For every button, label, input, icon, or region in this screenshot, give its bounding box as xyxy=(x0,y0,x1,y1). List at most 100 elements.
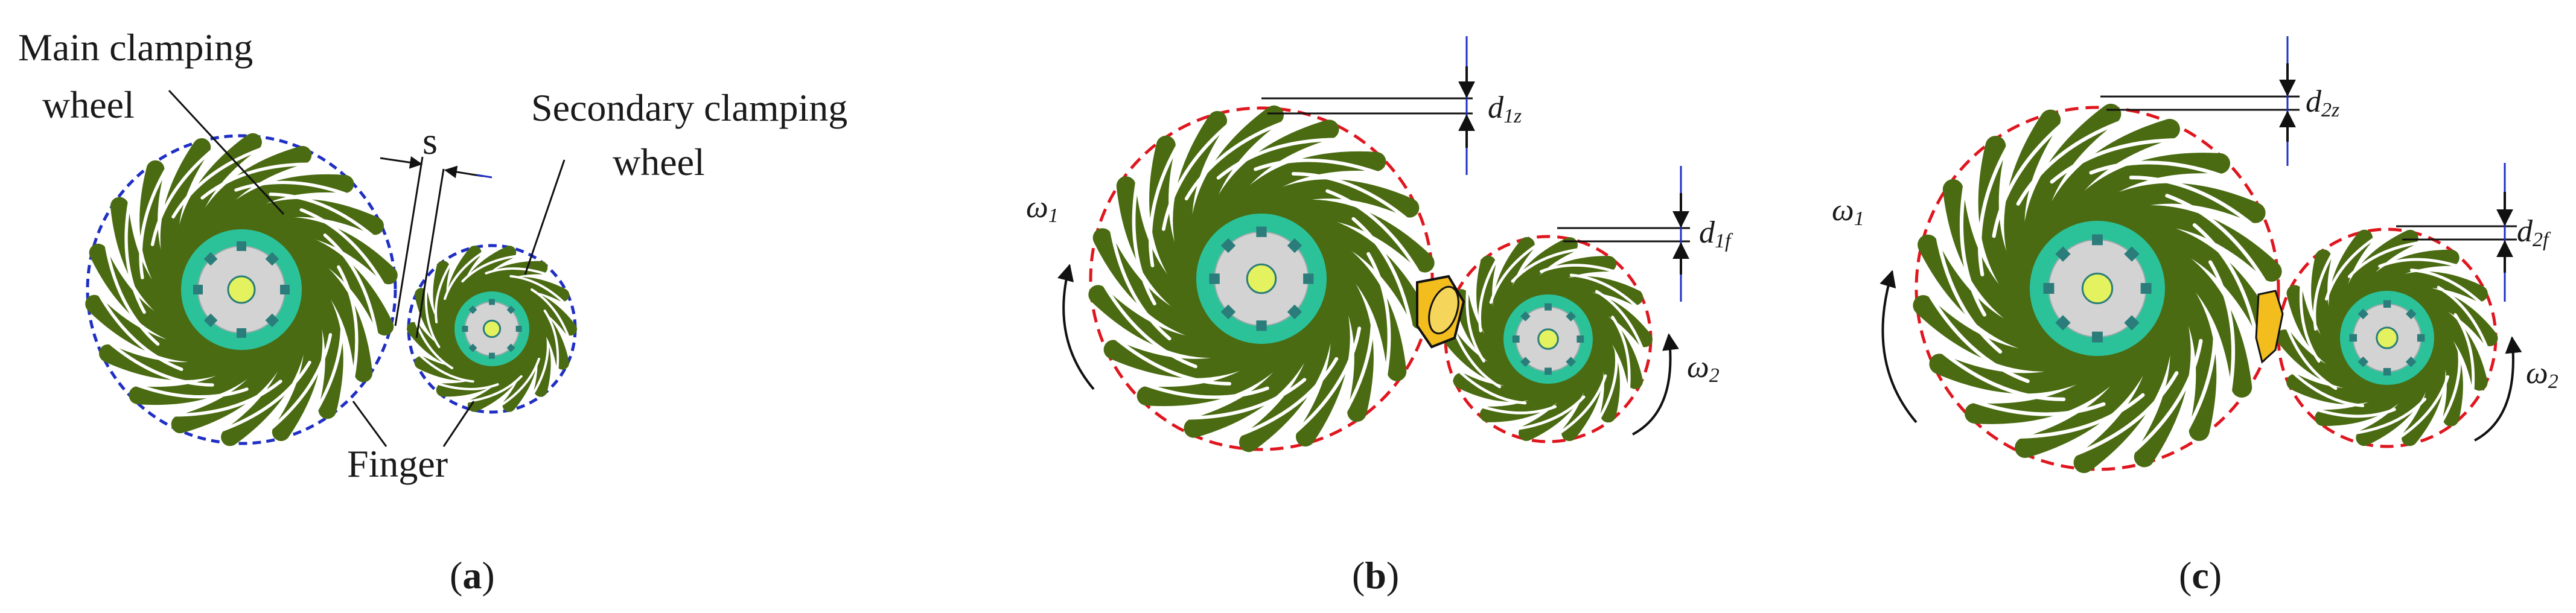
secondary-wheel-label-line2: wheel xyxy=(613,141,705,183)
finger-slot xyxy=(1109,225,1172,341)
finger-slot xyxy=(1453,329,1502,389)
main-clamping-wheel xyxy=(85,133,398,446)
hub-tooth xyxy=(1220,238,1236,253)
finger xyxy=(1116,176,1196,316)
finger-slot xyxy=(2453,313,2475,390)
finger-slot xyxy=(217,360,311,433)
finger xyxy=(85,294,214,363)
finger xyxy=(2315,384,2408,427)
omega2-label-b: ω2 xyxy=(1687,350,1720,387)
hub-tooth xyxy=(1220,304,1236,320)
finger xyxy=(245,199,384,235)
finger-slot xyxy=(1290,326,1362,437)
finger-slot xyxy=(96,290,183,371)
finger xyxy=(2344,229,2418,303)
finger-slot xyxy=(2437,285,2488,348)
finger xyxy=(2170,278,2217,441)
finger xyxy=(2329,229,2373,322)
finger xyxy=(1592,331,1620,423)
hub-tooth xyxy=(462,326,468,332)
finger xyxy=(1528,256,1617,296)
finger xyxy=(407,322,471,370)
finger-slot xyxy=(106,339,214,387)
finger-slot xyxy=(299,208,387,289)
finger-slot xyxy=(1560,374,1607,433)
finger-slot xyxy=(533,334,549,393)
hub-tooth xyxy=(193,285,203,294)
finger xyxy=(1965,360,2123,424)
omega1-arrow-c xyxy=(1879,270,1918,424)
finger-slot xyxy=(2355,398,2427,434)
finger-slot xyxy=(1595,290,1643,349)
caption-c: (c) xyxy=(2179,554,2222,597)
finger-slot xyxy=(2324,238,2375,301)
finger-slot xyxy=(1478,259,1497,332)
finger xyxy=(2072,153,2230,217)
finger xyxy=(2166,249,2252,398)
finger-slot xyxy=(1937,347,2066,401)
finger xyxy=(1327,241,1407,381)
main-clamping-wheel-c xyxy=(1913,103,2282,474)
finger xyxy=(2391,272,2488,302)
finger xyxy=(1918,234,2044,353)
finger-slot xyxy=(1100,279,1197,369)
finger xyxy=(2134,306,2191,468)
hub-tooth xyxy=(2417,334,2425,342)
finger xyxy=(2356,373,2430,446)
finger xyxy=(2401,354,2446,446)
finger-slot xyxy=(1291,172,1412,224)
panel-a: Main clamping wheel Secondary clamping w… xyxy=(18,26,847,597)
hub-tooth xyxy=(1545,303,1552,311)
finger-slot xyxy=(2292,372,2365,407)
finger-slot xyxy=(124,197,146,314)
finger-slot xyxy=(2016,119,2126,206)
finger-slot xyxy=(2409,268,2482,304)
hub-tooth xyxy=(2091,331,2103,343)
finger-slot xyxy=(2286,328,2338,390)
finger-slot xyxy=(1518,395,1586,430)
finger xyxy=(458,246,517,302)
hub-tooth xyxy=(1577,335,1584,343)
hub-tooth xyxy=(2383,367,2391,376)
finger xyxy=(436,364,509,397)
finger xyxy=(305,281,343,419)
omega2-arrow-b xyxy=(1632,333,1679,436)
finger xyxy=(1211,119,1339,220)
finger-slot xyxy=(501,357,540,405)
gap-dim-tail xyxy=(476,174,493,179)
finger-slot xyxy=(1482,405,1557,414)
finger-slot xyxy=(1216,138,1341,180)
finger xyxy=(176,133,262,252)
finger xyxy=(414,356,489,381)
hub-tooth xyxy=(2092,234,2103,246)
finger-slot xyxy=(1254,158,1384,176)
finger xyxy=(475,261,548,293)
finger-leader-secondary xyxy=(442,401,475,447)
finger-slot xyxy=(2089,160,2228,179)
finger-slot xyxy=(424,289,441,348)
finger-slot xyxy=(461,255,517,283)
hub-tooth xyxy=(237,328,246,338)
clamped-fruit-b xyxy=(1416,275,1465,349)
finger xyxy=(1913,295,2066,372)
finger xyxy=(467,356,526,412)
finger xyxy=(2413,286,2498,346)
finger-slot xyxy=(2128,338,2203,457)
hub-tooth xyxy=(1545,367,1552,375)
finger-slot xyxy=(2013,393,2145,439)
finger xyxy=(1978,136,2024,299)
finger xyxy=(2151,224,2277,343)
finger-slot xyxy=(150,147,216,246)
finger-slot xyxy=(2165,194,2269,288)
d1f-label: d1f xyxy=(1699,215,1733,252)
finger xyxy=(1239,320,1333,453)
finger xyxy=(1573,290,1653,348)
finger xyxy=(1444,331,1523,388)
hub-tooth xyxy=(2140,283,2152,294)
main-wheel-label-line2: wheel xyxy=(42,83,135,126)
finger xyxy=(139,160,177,299)
finger xyxy=(1519,372,1589,441)
finger-slot xyxy=(1569,273,1637,307)
finger-slot xyxy=(2317,408,2396,418)
finger-slot xyxy=(1139,381,1269,399)
